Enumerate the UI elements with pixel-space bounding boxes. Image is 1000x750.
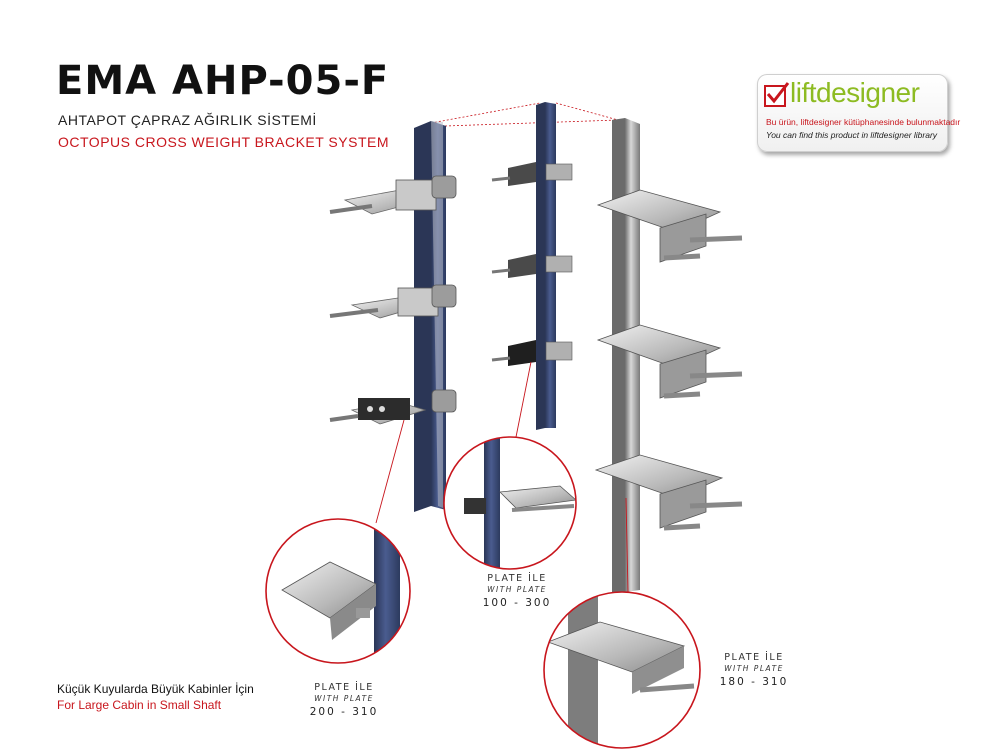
right-brackets <box>594 189 743 531</box>
logo-note-english: You can find this product in liftdesigne… <box>766 130 938 140</box>
subtitle-english: OCTOPUS CROSS WEIGHT BRACKET SYSTEM <box>58 134 389 150</box>
logo-wordmark: liftdesigner <box>790 77 920 108</box>
detail-label-line1: PLATE İLE <box>314 682 374 693</box>
left-brackets <box>329 175 457 425</box>
detail-label-line1: PLATE İLE <box>724 652 784 663</box>
middle-brackets <box>491 162 573 366</box>
logo-note-turkish: Bu ürün, liftdesigner kütüphanesinde bul… <box>766 117 961 127</box>
detail-label-range: 200 - 310 <box>309 706 379 718</box>
detail-label-range: 180 - 310 <box>719 676 789 688</box>
detail-label-line2: WITH PLATE <box>487 585 547 594</box>
detail-label-100-300: PLATE İLE WITH PLATE 100 - 300 <box>467 573 567 609</box>
red-guide-lines <box>430 102 619 127</box>
detail-label-180-310: PLATE İLE WITH PLATE 180 - 310 <box>704 652 804 688</box>
checkmark-icon <box>764 82 790 107</box>
detail-label-line2: WITH PLATE <box>724 664 784 673</box>
detail-leader-lines <box>375 361 629 593</box>
liftdesigner-logo: liftdesigner Bu ürün, liftdesigner kütüp… <box>757 74 960 152</box>
detail-label-200-310: PLATE İLE WITH PLATE 200 - 310 <box>294 682 394 718</box>
tagline-turkish: Küçük Kuyularda Büyük Kabinler İçin <box>57 682 254 696</box>
detail-label-range: 100 - 300 <box>482 597 552 609</box>
right-rail <box>612 118 640 594</box>
detail-label-line1: PLATE İLE <box>487 573 547 584</box>
detail-label-line2: WITH PLATE <box>314 694 374 703</box>
subtitle-turkish: AHTAPOT ÇAPRAZ AĞIRLIK SİSTEMİ <box>58 112 317 128</box>
detail-circle-200-310 <box>265 518 411 664</box>
product-title: EMA AHP-05-F <box>56 58 390 104</box>
tagline-english: For Large Cabin in Small Shaft <box>57 698 222 712</box>
detail-circle-100-300 <box>443 436 577 570</box>
detail-circle-180-310 <box>543 591 701 749</box>
